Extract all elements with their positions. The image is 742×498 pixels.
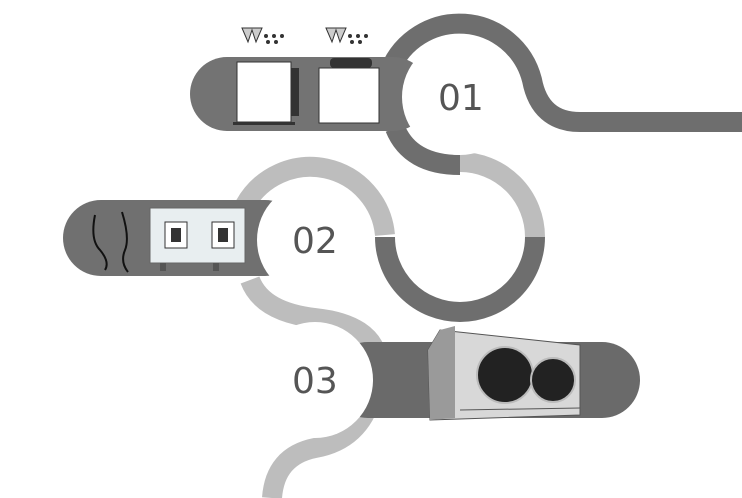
dark-path xyxy=(375,13,742,322)
evaporator-unit-cooler-image xyxy=(427,326,581,421)
condensing-unit-front-image xyxy=(318,58,380,124)
pressure-controller-image xyxy=(149,207,246,271)
step-01-number: 01 xyxy=(438,78,484,119)
weather-icon xyxy=(325,27,368,44)
step-03-badge: 03 xyxy=(257,322,373,438)
condensing-unit-side-image xyxy=(233,61,299,125)
fan-icon xyxy=(476,346,534,404)
weather-icon xyxy=(241,27,284,44)
step-01-bar xyxy=(190,57,430,131)
fan-icon xyxy=(530,357,576,403)
step-02-number: 02 xyxy=(292,221,338,262)
step-02-badge: 02 xyxy=(257,182,373,298)
temperature-sensor-probes-image xyxy=(92,211,129,273)
step-01-badge: 01 xyxy=(402,39,518,155)
step-03-number: 03 xyxy=(292,361,338,402)
